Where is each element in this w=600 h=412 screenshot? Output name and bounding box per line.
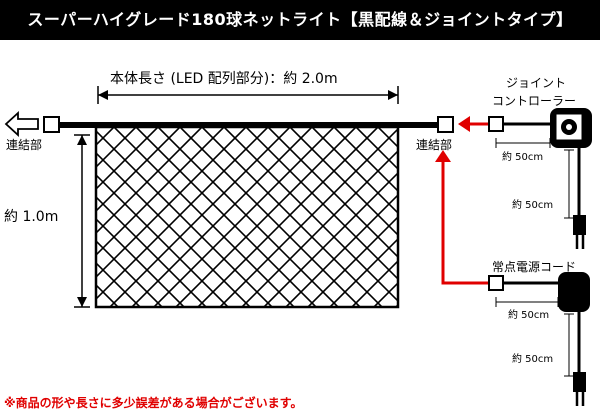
- controller-plug: [573, 215, 586, 235]
- controller-label-line2: コントローラー: [492, 94, 577, 108]
- power-adapter: [558, 272, 590, 312]
- width-label: 本体長さ (LED 配列部分)：約 2.0m: [110, 71, 338, 87]
- connector-right-box: [437, 116, 454, 133]
- mesh-line: [263, 171, 398, 307]
- mesh-line: [96, 127, 203, 235]
- mesh-line: [96, 127, 181, 213]
- mesh-line: [179, 127, 361, 307]
- controller-dim-h: 約 50cm: [502, 152, 544, 163]
- connector-right-label: 連結部: [416, 138, 453, 152]
- mesh-line: [329, 237, 398, 307]
- height-dimension: [74, 134, 90, 308]
- mesh-line: [219, 127, 398, 307]
- mesh-line: [351, 259, 398, 307]
- mesh-line: [311, 127, 398, 215]
- mesh-line: [113, 127, 295, 307]
- controller-dim-v: 約 50cm: [512, 200, 554, 211]
- mesh-line: [355, 127, 398, 171]
- mesh-line: [96, 261, 141, 307]
- mesh-line: [109, 127, 291, 307]
- mesh-line: [395, 303, 398, 307]
- mesh-line: [96, 173, 229, 307]
- mesh-line: [96, 127, 247, 279]
- mesh-line: [333, 127, 398, 193]
- mesh-line: [96, 127, 225, 257]
- mesh-line: [201, 127, 383, 307]
- output-arrow-icon: [4, 110, 39, 138]
- mesh-line: [96, 151, 251, 307]
- height-label: 約 1.0m: [4, 209, 59, 225]
- disclaimer-note: ※商品の形や長さに多少誤差がある場合がございます。: [4, 396, 303, 410]
- mesh-line: [241, 149, 398, 307]
- width-dimension: [97, 86, 399, 104]
- mesh-line: [153, 127, 335, 307]
- net-mesh: [96, 127, 398, 307]
- connector-left-label: 連結部: [6, 138, 43, 152]
- mesh-line: [197, 127, 379, 307]
- power-input-box: [488, 275, 504, 291]
- arrow-head: [98, 90, 108, 100]
- mesh-line: [96, 127, 137, 169]
- controller-label-line1: ジョイント: [506, 76, 567, 90]
- connector-left-box: [43, 116, 60, 133]
- mesh-line: [96, 129, 273, 307]
- red-arrow-icon: [458, 116, 470, 132]
- red-arrow-icon: [435, 150, 451, 162]
- mesh-line: [135, 127, 317, 307]
- page-title: スーパーハイグレード180球ネットライト【黒配線＆ジョイントタイプ】: [0, 0, 600, 40]
- controller-button-icon: [566, 124, 572, 130]
- mesh-line: [245, 127, 398, 281]
- power-dimension: [495, 297, 574, 377]
- mesh-line: [285, 193, 398, 307]
- mesh-line: [96, 127, 159, 191]
- power-plug: [573, 372, 586, 392]
- arrow-head: [388, 90, 398, 100]
- arrow-head: [77, 135, 87, 145]
- red-link-line: [441, 158, 488, 285]
- power-dim-v: 約 50cm: [512, 354, 554, 365]
- arrow-head: [77, 297, 87, 307]
- mesh-line: [307, 215, 398, 307]
- mesh-line: [131, 127, 313, 307]
- mesh-line: [96, 239, 163, 307]
- mesh-line: [289, 127, 398, 237]
- power-dim-h: 約 50cm: [508, 310, 550, 321]
- mesh-line: [96, 217, 185, 307]
- mesh-line: [96, 127, 269, 301]
- power-cord-label: 常点電源コード: [492, 260, 577, 274]
- mesh-line: [96, 195, 207, 307]
- mesh-line: [157, 127, 339, 307]
- mesh-line: [175, 127, 357, 307]
- controller-input-box: [488, 116, 504, 132]
- controller-dimension: [495, 138, 574, 219]
- mesh-line: [223, 127, 398, 303]
- net-frame: [94, 125, 400, 309]
- mesh-line: [267, 127, 398, 259]
